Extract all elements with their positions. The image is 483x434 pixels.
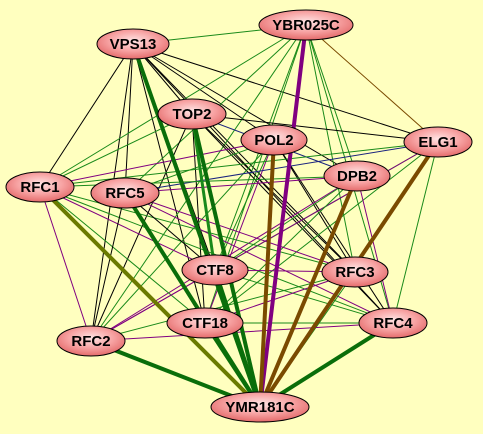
edge-top2-ctf8 bbox=[190, 112, 217, 272]
edge-ctf8-rfc4 bbox=[214, 269, 394, 324]
edge-ybr025c-rfc3 bbox=[305, 24, 356, 273]
node-label: ELG1 bbox=[418, 134, 457, 151]
node-shape[interactable] bbox=[403, 126, 473, 158]
node-label: RFC3 bbox=[335, 264, 374, 281]
edge-elg1-rfc4 bbox=[392, 141, 439, 324]
node-label: CTF18 bbox=[182, 315, 228, 332]
node-shape[interactable] bbox=[240, 124, 308, 156]
node-ybr025c[interactable]: YBR025C bbox=[258, 9, 354, 41]
edge-rfc1-ctf8 bbox=[39, 186, 216, 271]
edges-layer bbox=[38, 23, 440, 409]
node-label: RFC1 bbox=[20, 179, 59, 196]
edge-vps13-dpb2 bbox=[132, 43, 358, 177]
edge-ybr025c-rfc2 bbox=[90, 24, 307, 342]
edge-dpb2-rfc5 bbox=[124, 175, 358, 194]
edge-pol2-rfc1 bbox=[39, 139, 275, 188]
edge-dpb2-ctf18 bbox=[204, 175, 358, 324]
edge-rfc1-ctf18 bbox=[39, 186, 206, 324]
node-label: CTF8 bbox=[196, 262, 234, 279]
node-rfc3[interactable]: RFC3 bbox=[321, 256, 389, 288]
node-shape[interactable] bbox=[258, 9, 354, 41]
edge-vps13-rfc3 bbox=[132, 43, 356, 273]
node-pol2[interactable]: POL2 bbox=[240, 124, 308, 156]
node-label: POL2 bbox=[254, 132, 293, 149]
edge-dpb2-rfc1 bbox=[39, 175, 358, 188]
node-shape[interactable] bbox=[90, 177, 160, 209]
edge-vps13-pol2 bbox=[132, 43, 275, 141]
node-label: YMR181C bbox=[225, 399, 294, 416]
edge-ybr025c-ymr181c bbox=[258, 23, 308, 409]
node-ctf8[interactable]: CTF8 bbox=[181, 254, 249, 286]
edge-rfc1-rfc2 bbox=[39, 186, 92, 342]
node-rfc1[interactable]: RFC1 bbox=[5, 171, 75, 203]
edge-rfc5-rfc3 bbox=[124, 192, 356, 273]
node-label: RFC2 bbox=[71, 333, 110, 350]
node-rfc2[interactable]: RFC2 bbox=[56, 325, 126, 357]
node-elg1[interactable]: ELG1 bbox=[403, 126, 473, 158]
node-dpb2[interactable]: DPB2 bbox=[323, 160, 391, 192]
node-shape[interactable] bbox=[96, 28, 170, 60]
edge-ybr025c-dpb2 bbox=[305, 24, 358, 177]
edge-elg1-rfc1 bbox=[39, 141, 439, 188]
edge-vps13-rfc5 bbox=[124, 43, 134, 194]
edge-pol2-ymr181c bbox=[258, 138, 276, 409]
node-shape[interactable] bbox=[5, 171, 75, 203]
edge-dpb2-ymr181c bbox=[258, 174, 359, 409]
edge-ybr025c-elg1 bbox=[305, 24, 439, 143]
node-label: RFC4 bbox=[373, 315, 413, 332]
node-label: YBR025C bbox=[272, 17, 340, 34]
edge-top2-rfc1 bbox=[39, 113, 193, 188]
node-vps13[interactable]: VPS13 bbox=[96, 28, 170, 60]
edge-rfc1-ymr181c bbox=[38, 185, 262, 409]
node-top2[interactable]: TOP2 bbox=[157, 98, 227, 130]
node-shape[interactable] bbox=[181, 254, 249, 286]
node-label: DPB2 bbox=[337, 168, 377, 185]
edge-ctf8-ymr181c bbox=[213, 268, 262, 409]
edge-top2-elg1 bbox=[191, 113, 439, 143]
node-shape[interactable] bbox=[157, 98, 227, 130]
node-label: TOP2 bbox=[173, 106, 212, 123]
node-label: VPS13 bbox=[110, 36, 157, 53]
edge-elg1-rfc5 bbox=[124, 141, 439, 194]
node-label: RFC5 bbox=[105, 185, 144, 202]
node-shape[interactable] bbox=[323, 160, 391, 192]
edge-vps13-rfc1 bbox=[39, 43, 134, 188]
edge-elg1-ctf18 bbox=[204, 141, 439, 324]
node-ymr181c[interactable]: YMR181C bbox=[210, 391, 310, 423]
edge-rfc5-rfc2 bbox=[90, 192, 126, 342]
node-shape[interactable] bbox=[166, 307, 244, 339]
edge-top2-rfc2 bbox=[90, 113, 193, 342]
node-shape[interactable] bbox=[358, 307, 428, 339]
node-shape[interactable] bbox=[321, 256, 389, 288]
edge-rfc5-rfc4 bbox=[124, 192, 394, 324]
edge-dpb2-rfc4 bbox=[356, 175, 394, 324]
node-ctf18[interactable]: CTF18 bbox=[166, 307, 244, 339]
node-rfc4[interactable]: RFC4 bbox=[358, 307, 428, 339]
node-rfc5[interactable]: RFC5 bbox=[90, 177, 160, 209]
node-shape[interactable] bbox=[56, 325, 126, 357]
edge-dpb2-ctf8 bbox=[214, 175, 358, 271]
edge-rfc4-ymr181c bbox=[258, 321, 395, 409]
edge-vps13-elg1 bbox=[132, 43, 439, 143]
node-shape[interactable] bbox=[210, 391, 310, 423]
